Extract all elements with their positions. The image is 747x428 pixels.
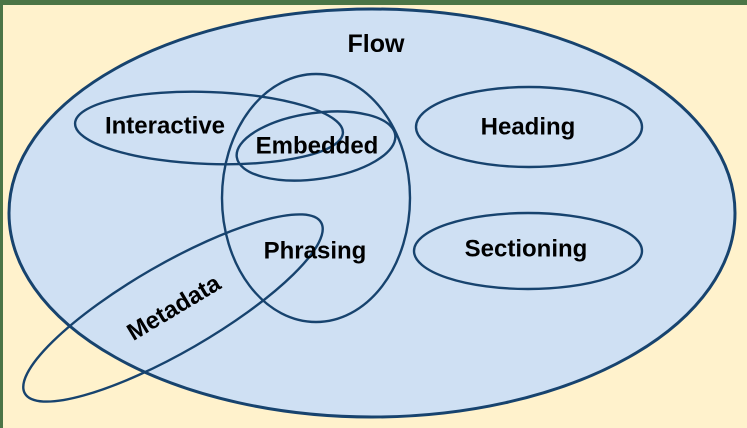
embedded-ellipse: [235, 110, 397, 182]
heading-ellipse: [414, 85, 644, 169]
phrasing-ellipse: [220, 72, 412, 324]
sectioning-label: Sectioning: [465, 236, 588, 263]
heading-label: Heading: [481, 114, 576, 141]
phrasing-label: Phrasing: [264, 238, 367, 265]
sectioning-ellipse: [412, 211, 644, 291]
flow-label: Flow: [348, 30, 405, 58]
interactive-label: Interactive: [105, 113, 225, 140]
embedded-label: Embedded: [256, 133, 379, 160]
flow-ellipse: [7, 7, 737, 419]
metadata-ellipse: [22, 213, 324, 403]
interactive-ellipse: [73, 90, 345, 166]
